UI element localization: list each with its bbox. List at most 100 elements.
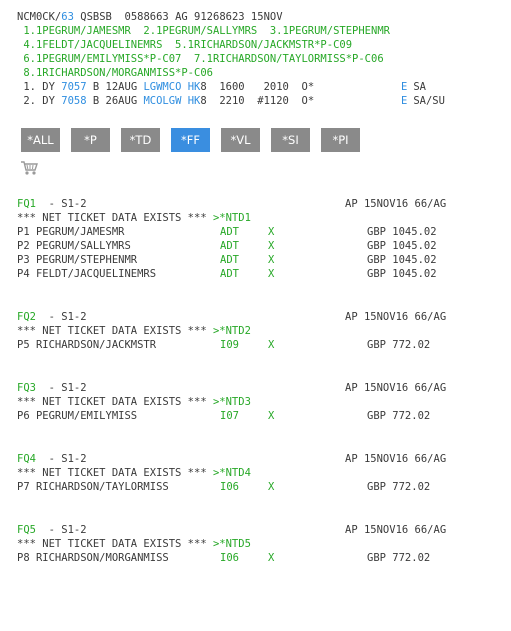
p-button[interactable]: *P bbox=[71, 128, 110, 152]
fare-segments: - S1-2 bbox=[35, 198, 87, 210]
passenger-type: ADT bbox=[220, 226, 239, 238]
net-ticket-line: *** NET TICKET DATA EXISTS *** >*NTD1 bbox=[17, 212, 251, 226]
fare-header: FQ2 - S1-2 bbox=[17, 311, 87, 325]
names-line-3[interactable]: 6.1PEGRUM/EMILYMISS*P-C07 7.1RICHARDSON/… bbox=[17, 53, 384, 65]
segment-qty: 8 bbox=[200, 81, 207, 93]
fare-ap-date: AP 15NOV16 66/AG bbox=[345, 453, 447, 465]
fare-amount: GBP 772.02 bbox=[367, 481, 431, 493]
segment-number: 2. DY bbox=[17, 95, 62, 107]
net-ticket-line: *** NET TICKET DATA EXISTS *** >*NTD2 bbox=[17, 325, 251, 339]
flight-number-link[interactable]: 7058 bbox=[61, 95, 87, 107]
segment-class-date: B 26AUG bbox=[86, 95, 144, 107]
fare-ap-date: AP 15NOV16 66/AG bbox=[345, 311, 447, 323]
td-button[interactable]: *TD bbox=[121, 128, 160, 152]
net-ticket-link[interactable]: >*NTD1 bbox=[212, 212, 251, 224]
passenger-flag[interactable]: X bbox=[268, 240, 275, 252]
segment-row: 2. DY 7058 B 26AUG MCOLGW HK8 2210 #1120… bbox=[17, 95, 314, 109]
fare-id-link[interactable]: FQ1 bbox=[17, 198, 36, 210]
fare-ap-date: AP 15NOV16 66/AG bbox=[345, 382, 447, 394]
fare-segments: - S1-2 bbox=[35, 524, 87, 536]
flight-number-link[interactable]: 7057 bbox=[61, 81, 87, 93]
fare-id-link[interactable]: FQ3 bbox=[17, 382, 36, 394]
net-ticket-line: *** NET TICKET DATA EXISTS *** >*NTD5 bbox=[17, 538, 251, 552]
passenger-type: I06 bbox=[220, 481, 239, 493]
segment-status[interactable]: HK bbox=[181, 81, 201, 93]
passenger-type: ADT bbox=[220, 254, 239, 266]
header-rest: QSBSB 0588663 AG 91268623 15NOV bbox=[73, 11, 283, 23]
segment-row: 1. DY 7057 B 12AUG LGWMCO HK8 1600 2010 … bbox=[17, 81, 314, 95]
segment-class-date: B 12AUG bbox=[86, 81, 144, 93]
office-prefix: NCM0CK/ bbox=[17, 11, 62, 23]
fare-id-link[interactable]: FQ4 bbox=[17, 453, 36, 465]
net-ticket-text: *** NET TICKET DATA EXISTS *** bbox=[17, 396, 213, 408]
fare-passenger-name: P7 RICHARDSON/TAYLORMISS bbox=[17, 481, 169, 493]
passenger-type: I09 bbox=[220, 339, 239, 351]
passenger-type: ADT bbox=[220, 268, 239, 280]
fare-passenger-name: P8 RICHARDSON/MORGANMISS bbox=[17, 552, 169, 564]
fare-passenger-name: P5 RICHARDSON/JACKMSTR bbox=[17, 339, 157, 351]
segment-number: 1. DY bbox=[17, 81, 62, 93]
net-ticket-line: *** NET TICKET DATA EXISTS *** >*NTD3 bbox=[17, 396, 251, 410]
net-ticket-link[interactable]: >*NTD5 bbox=[212, 538, 251, 550]
segment-status[interactable]: HK bbox=[181, 95, 201, 107]
fare-amount: GBP 1045.02 bbox=[367, 240, 437, 252]
fare-amount: GBP 772.02 bbox=[367, 410, 431, 422]
net-ticket-link[interactable]: >*NTD4 bbox=[212, 467, 251, 479]
fare-header: FQ3 - S1-2 bbox=[17, 382, 87, 396]
net-ticket-text: *** NET TICKET DATA EXISTS *** bbox=[17, 325, 213, 337]
segment-days: SA/SU bbox=[407, 95, 445, 107]
command-button-bar: *ALL *P *TD *FF *VL *SI *PI bbox=[21, 128, 501, 152]
passenger-flag[interactable]: X bbox=[268, 552, 275, 564]
passenger-flag[interactable]: X bbox=[268, 226, 275, 238]
segment-days: SA bbox=[407, 81, 426, 93]
fare-amount: GBP 772.02 bbox=[367, 552, 431, 564]
pnr-header: NCM0CK/63 QSBSB 0588663 AG 91268623 15NO… bbox=[17, 11, 283, 25]
passenger-type: I07 bbox=[220, 410, 239, 422]
vl-button[interactable]: *VL bbox=[221, 128, 260, 152]
passenger-flag[interactable]: X bbox=[268, 410, 275, 422]
fare-segments: - S1-2 bbox=[35, 453, 87, 465]
net-ticket-link[interactable]: >*NTD2 bbox=[212, 325, 251, 337]
net-ticket-line: *** NET TICKET DATA EXISTS *** >*NTD4 bbox=[17, 467, 251, 481]
segment-times: 1600 2010 O* bbox=[206, 81, 315, 93]
net-ticket-link[interactable]: >*NTD3 bbox=[212, 396, 251, 408]
net-ticket-text: *** NET TICKET DATA EXISTS *** bbox=[17, 538, 213, 550]
fare-amount: GBP 772.02 bbox=[367, 339, 431, 351]
eticket-indicator[interactable]: E bbox=[401, 81, 408, 93]
fare-passenger-name: P3 PEGRUM/STEPHENMR bbox=[17, 254, 138, 266]
eticket-indicator[interactable]: E bbox=[401, 95, 408, 107]
fare-passenger-name: P6 PEGRUM/EMILYMISS bbox=[17, 410, 138, 422]
net-ticket-text: *** NET TICKET DATA EXISTS *** bbox=[17, 212, 213, 224]
names-line-1[interactable]: 1.1PEGRUM/JAMESMR 2.1PEGRUM/SALLYMRS 3.1… bbox=[17, 25, 390, 37]
names-line-2[interactable]: 4.1FELDT/JACQUELINEMRS 5.1RICHARDSON/JAC… bbox=[17, 39, 353, 51]
route-link[interactable]: LGWMCO bbox=[143, 81, 182, 93]
fare-passenger-name: P4 FELDT/JACQUELINEMRS bbox=[17, 268, 157, 280]
fare-passenger-name: P2 PEGRUM/SALLYMRS bbox=[17, 240, 131, 252]
passenger-flag[interactable]: X bbox=[268, 254, 275, 266]
shopping-cart-icon[interactable] bbox=[20, 160, 38, 176]
pi-button[interactable]: *PI bbox=[321, 128, 360, 152]
fare-passenger-name: P1 PEGRUM/JAMESMR bbox=[17, 226, 125, 238]
fare-ap-date: AP 15NOV16 66/AG bbox=[345, 198, 447, 210]
route-link[interactable]: MCOLGW bbox=[143, 95, 182, 107]
fare-header: FQ5 - S1-2 bbox=[17, 524, 87, 538]
fare-amount: GBP 1045.02 bbox=[367, 254, 437, 266]
passenger-flag[interactable]: X bbox=[268, 481, 275, 493]
names-line-4[interactable]: 8.1RICHARDSON/MORGANMISS*P-C06 bbox=[17, 67, 213, 79]
passenger-type: ADT bbox=[220, 240, 239, 252]
segment-times: 2210 #1120 O* bbox=[206, 95, 315, 107]
fare-header: FQ1 - S1-2 bbox=[17, 198, 87, 212]
office-agent-link[interactable]: 63 bbox=[61, 11, 74, 23]
fare-id-link[interactable]: FQ2 bbox=[17, 311, 36, 323]
all-button[interactable]: *ALL bbox=[21, 128, 60, 152]
fare-segments: - S1-2 bbox=[35, 311, 87, 323]
fare-amount: GBP 1045.02 bbox=[367, 226, 437, 238]
passenger-type: I06 bbox=[220, 552, 239, 564]
fare-segments: - S1-2 bbox=[35, 382, 87, 394]
si-button[interactable]: *SI bbox=[271, 128, 310, 152]
net-ticket-text: *** NET TICKET DATA EXISTS *** bbox=[17, 467, 213, 479]
ff-button[interactable]: *FF bbox=[171, 128, 210, 152]
fare-id-link[interactable]: FQ5 bbox=[17, 524, 36, 536]
passenger-flag[interactable]: X bbox=[268, 339, 275, 351]
passenger-flag[interactable]: X bbox=[268, 268, 275, 280]
